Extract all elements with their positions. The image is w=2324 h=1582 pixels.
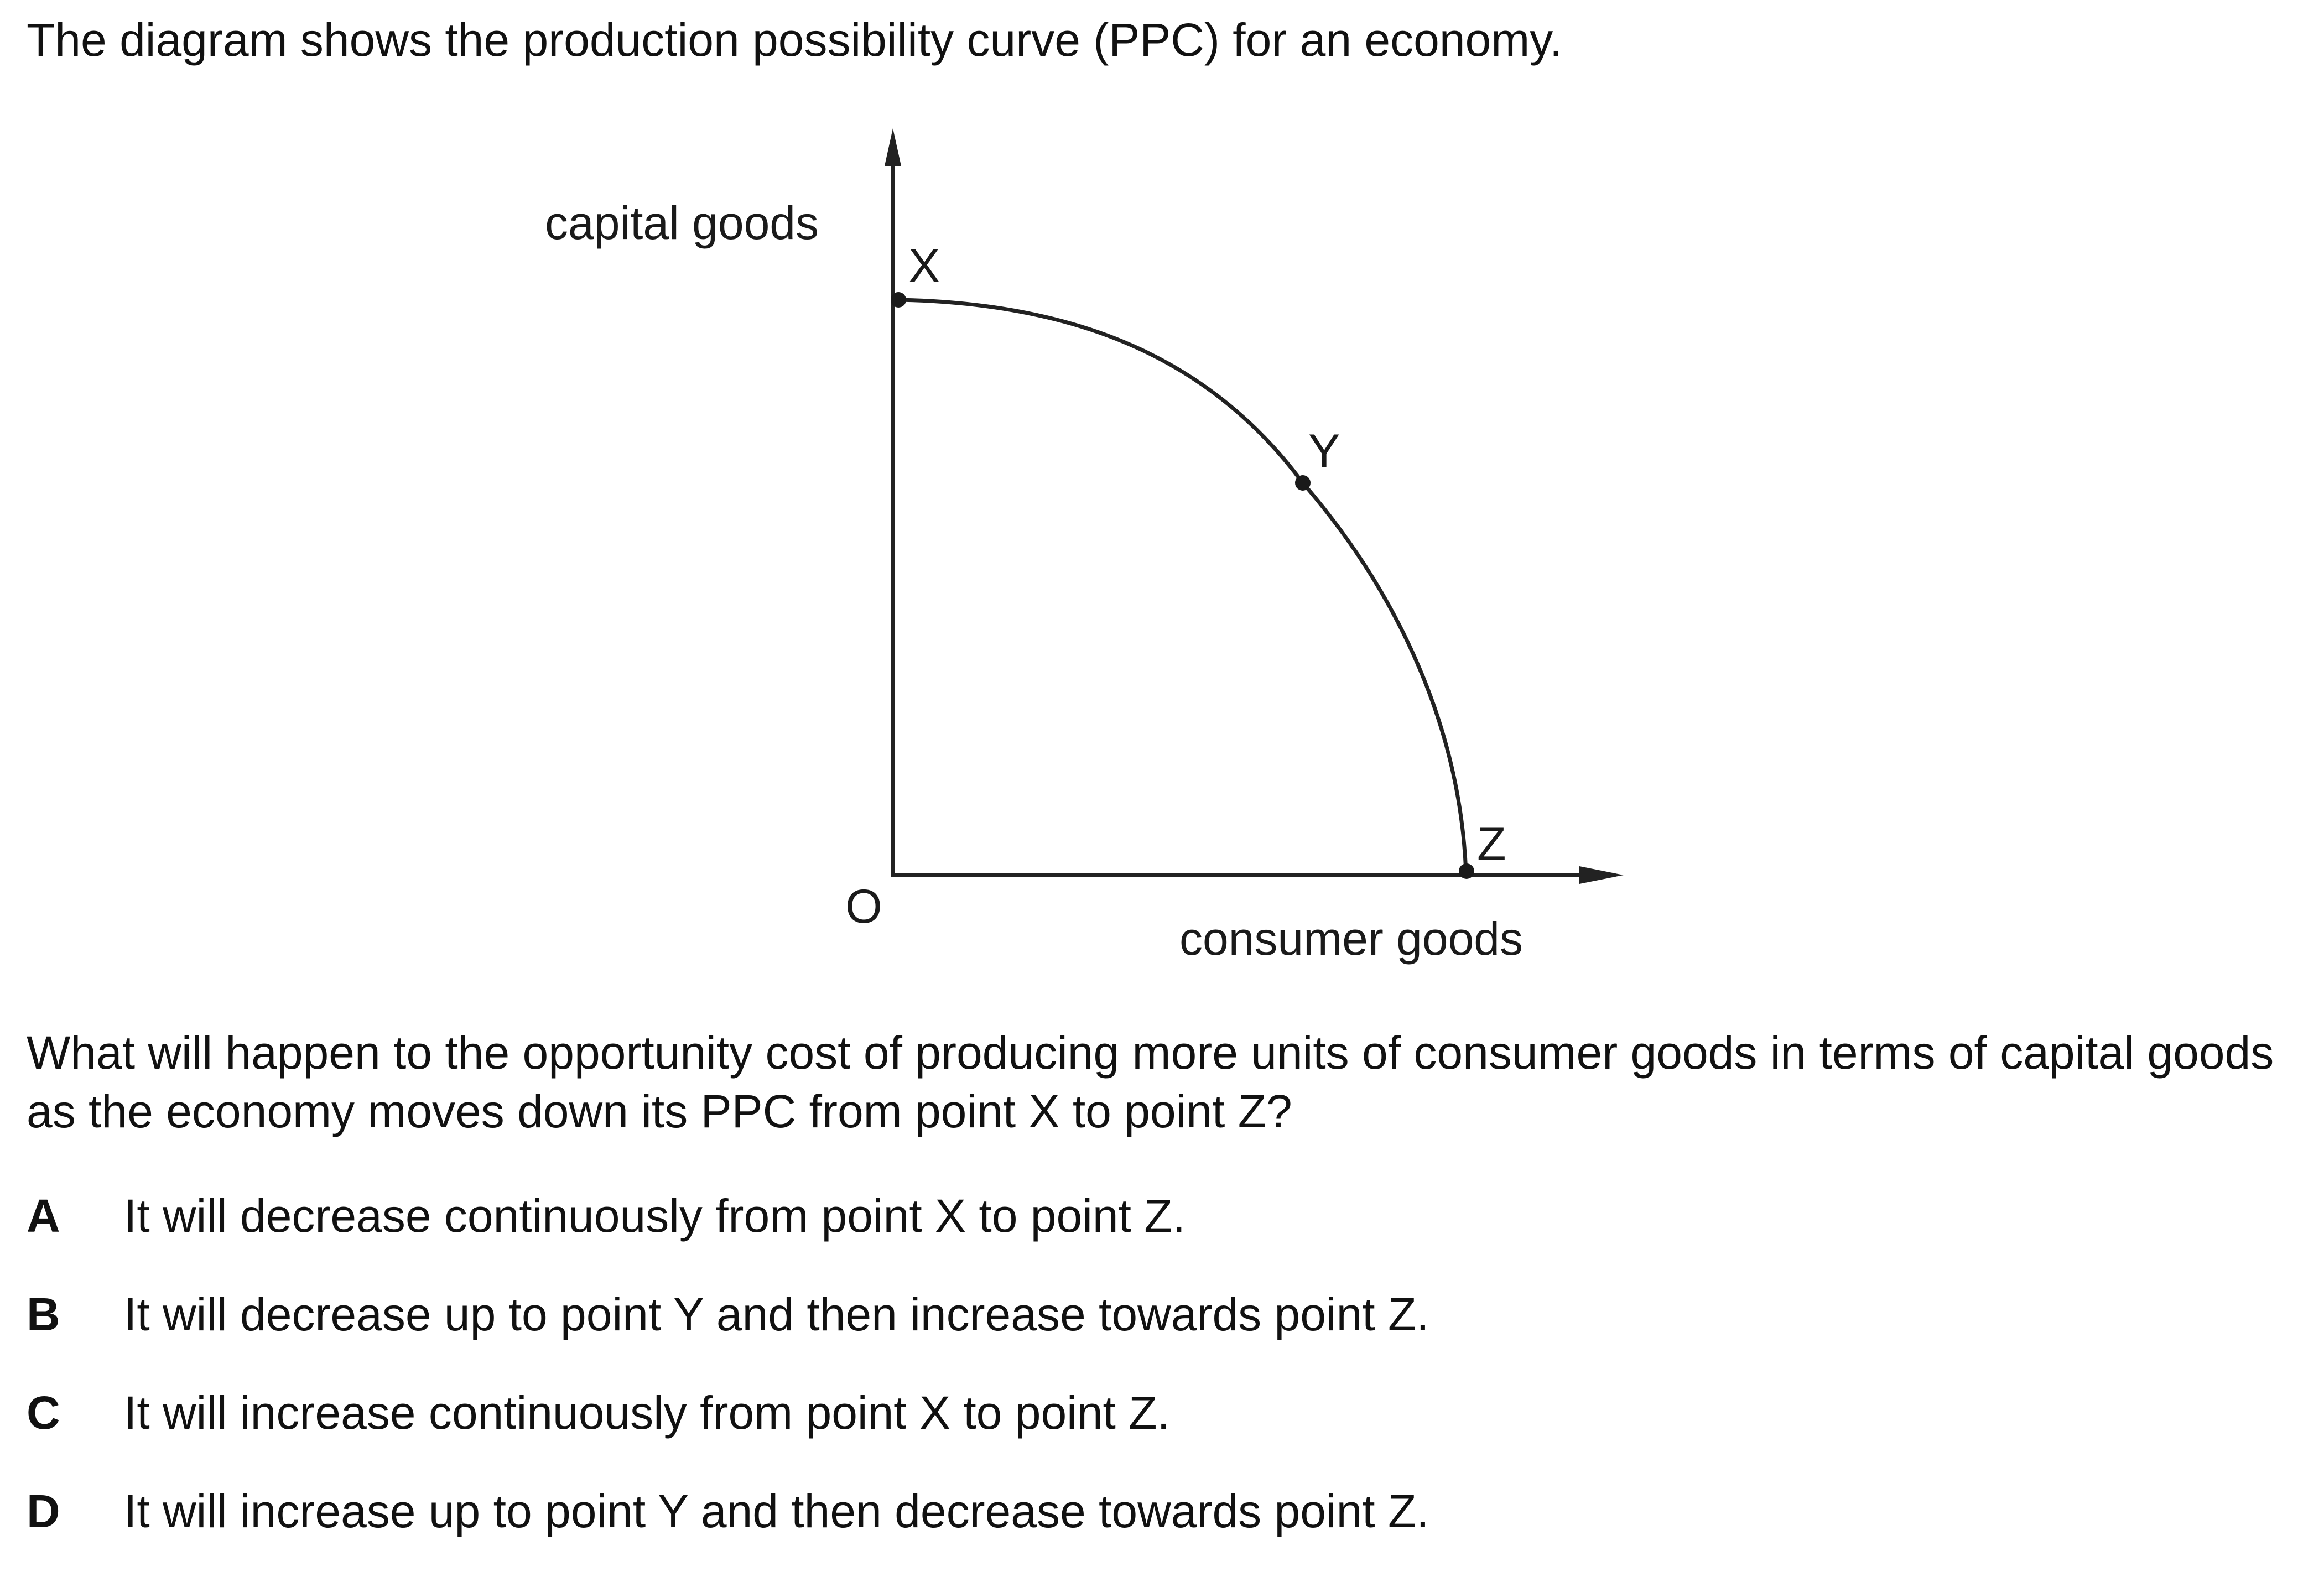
point-x-label: X bbox=[908, 240, 940, 293]
option-letter: A bbox=[27, 1190, 60, 1242]
option-b[interactable]: B It will decrease up to point Y and the… bbox=[27, 1287, 2295, 1385]
option-text: It will increase continuously from point… bbox=[124, 1387, 1170, 1439]
question-text: What will happen to the opportunity cost… bbox=[27, 1027, 2274, 1137]
ppc-curve bbox=[898, 298, 1468, 873]
point-y-marker bbox=[1295, 475, 1311, 491]
ppc-diagram: capital goods X Y Z O consumer goods bbox=[545, 128, 1624, 965]
answer-options: A It will decrease continuously from poi… bbox=[27, 1188, 2295, 1582]
origin-label: O bbox=[845, 880, 882, 933]
option-letter: B bbox=[27, 1288, 60, 1340]
option-a[interactable]: A It will decrease continuously from poi… bbox=[27, 1188, 2295, 1287]
option-text: It will decrease continuously from point… bbox=[124, 1190, 1186, 1242]
option-c[interactable]: C It will increase continuously from poi… bbox=[27, 1385, 2295, 1484]
y-axis-label: capital goods bbox=[545, 197, 819, 249]
point-z-marker bbox=[1459, 863, 1474, 879]
option-letter: C bbox=[27, 1387, 60, 1439]
option-letter: D bbox=[27, 1485, 60, 1537]
y-axis-arrowhead bbox=[885, 128, 901, 166]
option-d[interactable]: D It will increase up to point Y and the… bbox=[27, 1484, 2295, 1582]
point-z-label: Z bbox=[1477, 818, 1506, 871]
x-axis-label: consumer goods bbox=[1179, 913, 1523, 965]
point-x-marker bbox=[891, 292, 906, 308]
x-axis-arrowhead bbox=[1579, 866, 1624, 884]
intro-text: The diagram shows the production possibi… bbox=[27, 14, 1563, 66]
option-text: It will decrease up to point Y and then … bbox=[124, 1288, 1429, 1340]
option-text: It will increase up to point Y and then … bbox=[124, 1485, 1429, 1537]
point-y-label: Y bbox=[1308, 425, 1340, 478]
